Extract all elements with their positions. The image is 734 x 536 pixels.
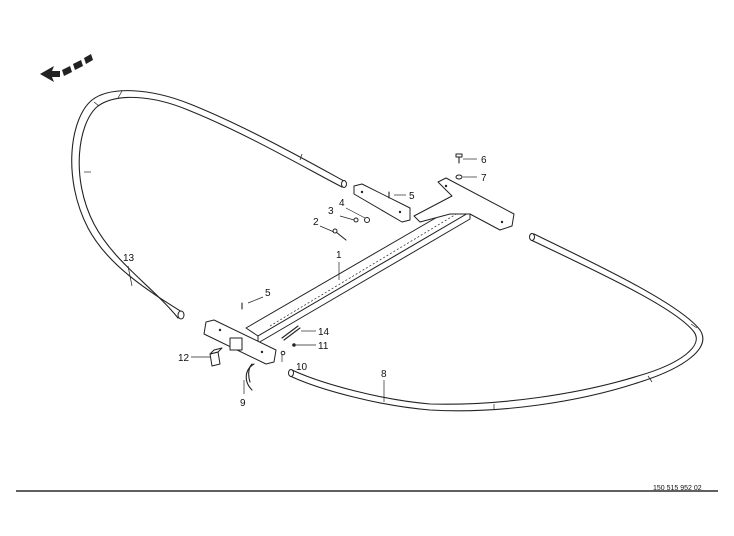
- callout-14: 14: [318, 327, 330, 338]
- end-plate-part-7: [413, 177, 515, 231]
- callout-12: 12: [178, 353, 190, 364]
- callout-4: 4: [339, 198, 345, 209]
- callout-9: 9: [240, 398, 246, 409]
- frame-bar-part-1: [245, 204, 471, 344]
- washer-part-7-item: [455, 174, 463, 180]
- nut-part-11: [292, 343, 296, 347]
- callout-5-upper: 5: [409, 191, 415, 202]
- callout-3: 3: [328, 206, 334, 217]
- bolt-part-6: [455, 153, 463, 164]
- callout-1: 1: [336, 250, 342, 261]
- clip-part-9: [245, 363, 255, 391]
- direction-arrow-icon: [40, 54, 93, 82]
- callout-6: 6: [481, 155, 487, 166]
- washer-part-3: [353, 217, 359, 223]
- leader-lines: [127, 158, 477, 402]
- spring-part-14: [281, 325, 301, 341]
- callout-8: 8: [381, 369, 387, 380]
- end-plate-left: [203, 319, 277, 365]
- tube-left-part-13: [71, 90, 347, 320]
- tube-right-part-8: [288, 233, 704, 412]
- callout-10: 10: [296, 362, 308, 373]
- bracket-upper: [353, 183, 411, 223]
- drawing-number: 150 515 952 02: [653, 485, 702, 492]
- callout-13: 13: [123, 253, 135, 264]
- bolt-part-2: [332, 228, 347, 241]
- nut-part-4: [364, 217, 370, 223]
- block-part-12: [209, 347, 223, 367]
- callout-5-lower: 5: [265, 288, 271, 299]
- callout-2: 2: [313, 217, 319, 228]
- washer-part-10: [280, 350, 286, 356]
- callout-7: 7: [481, 173, 487, 184]
- callout-11: 11: [318, 341, 329, 352]
